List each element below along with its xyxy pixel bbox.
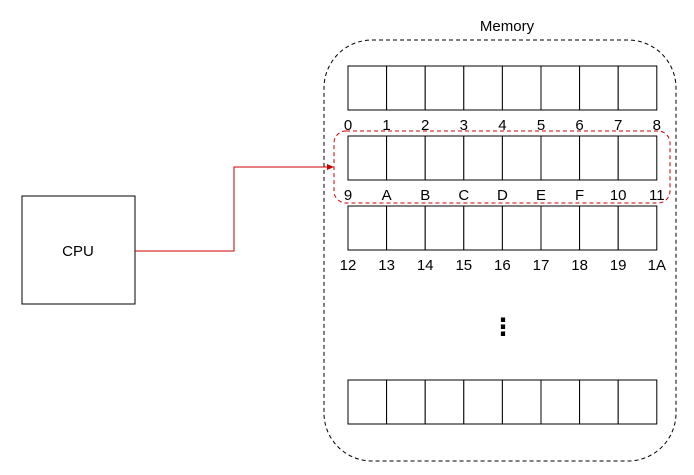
address-label: 6 (575, 117, 583, 134)
address-label: 4 (498, 117, 506, 134)
memory-cell (501, 379, 542, 425)
address-label: 10 (610, 187, 627, 204)
cpu-box (21, 195, 136, 305)
address-label: 3 (460, 117, 468, 134)
memory-cell (347, 65, 388, 111)
memory-cell (540, 379, 581, 425)
cpu-to-memory-arrow (135, 166, 328, 252)
cpu-label: CPU (62, 243, 94, 260)
memory-cell (501, 65, 542, 111)
address-label: 1A (648, 257, 666, 274)
address-label: 2 (421, 117, 429, 134)
memory-title: Memory (480, 18, 535, 35)
address-label: B (420, 187, 430, 204)
memory-cell (617, 135, 658, 181)
address-label: D (497, 187, 508, 204)
address-label: F (575, 187, 584, 204)
memory-cell (501, 205, 542, 251)
memory-cell (540, 135, 581, 181)
address-label: 1 (382, 117, 390, 134)
memory-cell (347, 135, 388, 181)
address-label: 5 (537, 117, 545, 134)
memory-cell (386, 65, 426, 111)
address-label: 7 (614, 117, 622, 134)
memory-cell (463, 379, 503, 425)
memory-cell (463, 205, 503, 251)
address-label: 11 (649, 187, 665, 204)
ellipsis: ⋮ (491, 313, 515, 341)
memory-cell (579, 379, 619, 425)
address-label: 16 (494, 257, 511, 274)
memory-cell (540, 65, 581, 111)
memory-cell (579, 135, 619, 181)
arrow-head (327, 164, 334, 170)
memory-cell (424, 205, 465, 251)
address-label: 14 (417, 257, 434, 274)
address-label: 12 (340, 257, 357, 274)
memory-container (323, 39, 677, 462)
memory-cell (386, 205, 426, 251)
address-label: 17 (533, 257, 550, 274)
memory-cell (424, 379, 465, 425)
memory-cell (617, 65, 658, 111)
memory-cell (424, 65, 465, 111)
memory-cell (540, 205, 581, 251)
memory-cell (617, 379, 658, 425)
address-label: 19 (610, 257, 627, 274)
address-label: 15 (455, 257, 472, 274)
memory-cell (579, 65, 619, 111)
address-label: 18 (571, 257, 588, 274)
address-label: C (458, 187, 469, 204)
address-label: 9 (344, 187, 352, 204)
memory-cell (501, 135, 542, 181)
memory-cell (579, 205, 619, 251)
memory-cell (463, 135, 503, 181)
memory-cell (386, 135, 426, 181)
memory-cell (617, 205, 658, 251)
address-label: A (382, 187, 392, 204)
address-label: E (536, 187, 546, 204)
memory-cell (347, 379, 388, 425)
memory-cell (424, 135, 465, 181)
address-label: 0 (344, 117, 352, 134)
memory-cell (386, 379, 426, 425)
memory-cell (347, 205, 388, 251)
address-label: 8 (653, 117, 661, 134)
address-label: 13 (378, 257, 395, 274)
memory-cell (463, 65, 503, 111)
